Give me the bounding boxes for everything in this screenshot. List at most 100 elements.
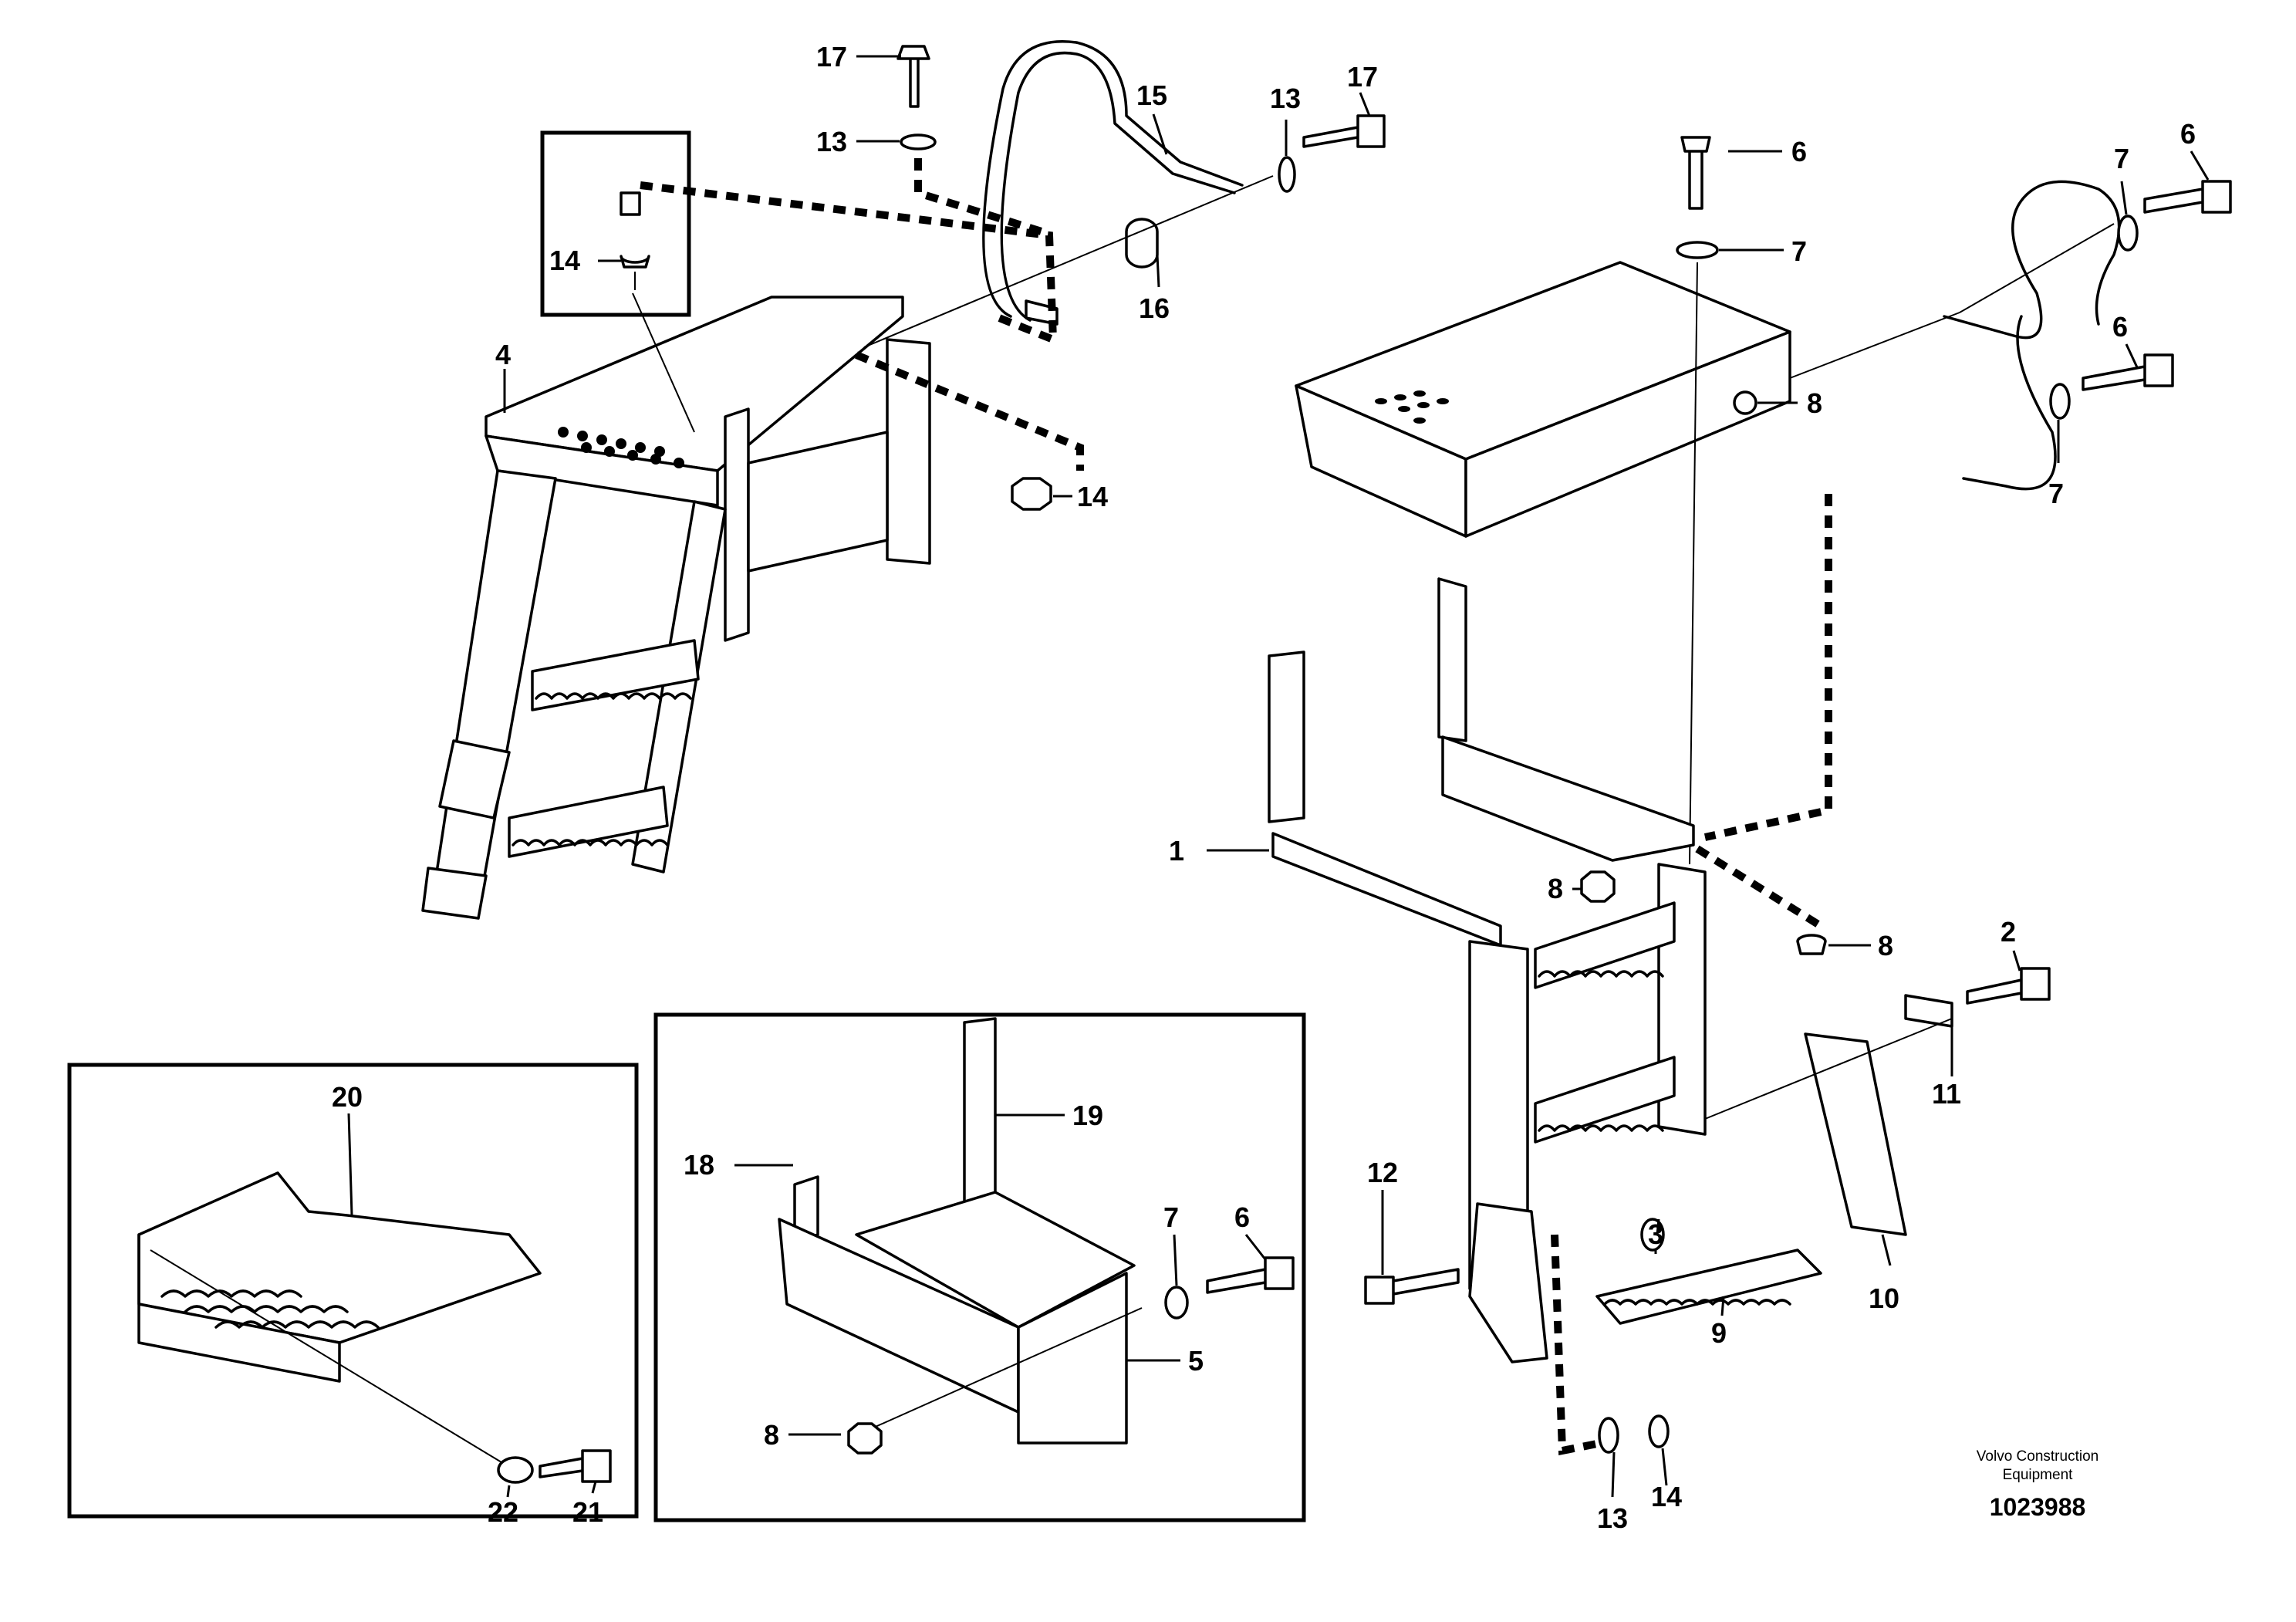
credit-block: Volvo Construction Equipment 1023988 (1977, 1448, 2098, 1521)
ladder-bracket (438, 739, 511, 819)
callout-label: 8 (1878, 930, 1893, 961)
dashed-leader-8 (1703, 494, 1832, 841)
callout-label: 8 (1548, 873, 1563, 904)
callout-label: 13 (1270, 83, 1301, 114)
callout-label: 17 (816, 41, 847, 73)
callout-label: 2 (2001, 916, 2016, 948)
washer-14-bottom (1648, 1414, 1670, 1448)
callout-label: 9 (1711, 1317, 1727, 1349)
handrail-15 (1000, 51, 1236, 322)
callout-label: 3 (1648, 1218, 1663, 1250)
toolbox-holes (1375, 390, 1449, 424)
callout-label: 7 (2048, 478, 2064, 509)
detail-step-20 (67, 1063, 639, 1519)
callout-label: 16 (1139, 292, 1170, 324)
callout-label: 6 (1791, 136, 1807, 167)
frame-post-left (724, 407, 750, 642)
bolt-21 (539, 1449, 612, 1483)
dashed-leader-bottom (1551, 1234, 1602, 1456)
detail-box-step (67, 1063, 639, 1519)
callout-label: 22 (488, 1496, 518, 1528)
handrail-right (1943, 180, 2121, 340)
bolt-17-right (1302, 114, 1386, 148)
step-assembly-upper-left (421, 40, 1386, 920)
detail-box-toolbox (653, 1012, 1306, 1522)
washer-7-lower-right (2049, 383, 2071, 420)
washer-7-detail (1164, 1286, 1189, 1320)
toolbox-side (1464, 330, 1791, 538)
callout-label: 13 (1597, 1502, 1628, 1534)
callout-label: 14 (1651, 1481, 1682, 1512)
bolt-6-lower-right (2082, 353, 2174, 391)
bracket-post-rear (1437, 577, 1467, 742)
callout-label: 8 (764, 1419, 779, 1451)
callout-label: 7 (1791, 235, 1807, 267)
document-number: 1023988 (1990, 1493, 2086, 1521)
callout-label: 17 (1347, 61, 1378, 93)
credit-line-1: Volvo Construction (1977, 1448, 2098, 1465)
callout-label: 20 (332, 1081, 363, 1113)
callout-label: 5 (1188, 1345, 1204, 1377)
nut-8-bracket (1796, 934, 1827, 955)
callout-label: 14 (549, 245, 580, 276)
nut-8-ladder (1580, 870, 1616, 903)
bolt-17-top (896, 45, 930, 108)
nut-14-detail (620, 191, 641, 216)
callout-label: 1 (1169, 835, 1184, 867)
nut-14 (1011, 477, 1052, 511)
toolbox-post-19 (963, 1017, 997, 1217)
callout-label: 19 (1072, 1100, 1103, 1131)
callout-label: 4 (495, 339, 511, 370)
bolt-12 (1364, 1268, 1460, 1305)
washer-22 (497, 1456, 534, 1484)
bracket-top-rail-1 (1271, 832, 1502, 947)
callout-label: 11 (1932, 1078, 1961, 1110)
callout-label: 7 (1163, 1201, 1179, 1233)
washer-13-bottom (1598, 1417, 1619, 1454)
callout-label: 6 (2112, 311, 2128, 343)
callout-label: 8 (1807, 387, 1822, 419)
callout-label: 21 (572, 1496, 603, 1528)
ladder-1-tread-1 (1534, 901, 1676, 989)
detail-box-upper (540, 130, 691, 317)
bracket-10 (1804, 1032, 1907, 1236)
ladder-rail-right (631, 500, 727, 874)
credit-line-2: Equipment (2003, 1467, 2074, 1483)
callout-label: 15 (1136, 79, 1167, 111)
washer-7-top (1676, 241, 1719, 259)
toolbox-post-18 (793, 1175, 819, 1244)
bolt-6-detail (1206, 1256, 1295, 1294)
callout-label: 7 (2114, 143, 2129, 174)
bolt-6-top (1680, 136, 1711, 210)
platform-holes (558, 427, 684, 468)
toolbox-5-side (1017, 1272, 1128, 1445)
ladder-tread-2 (508, 786, 669, 858)
detail-toolbox-5 (653, 1012, 1306, 1522)
washer-13-right (1278, 156, 1296, 193)
callout-label: 14 (1077, 481, 1108, 512)
bracket-rear-plate (1441, 735, 1695, 862)
nut-8-box (1733, 390, 1757, 415)
dashed-leader-14-bottom (855, 351, 1084, 471)
washer-13-top (900, 133, 937, 150)
step-assembly-right (1268, 136, 2232, 1456)
step-9 (1595, 1249, 1822, 1325)
ladder-1-tread-2 (1534, 1056, 1676, 1144)
callout-label: 10 (1869, 1282, 1899, 1314)
bolt-2 (1966, 967, 2051, 1005)
toolbox-5-lid (855, 1191, 1136, 1329)
step-bracket (1468, 1202, 1548, 1363)
frame-side-plate (747, 431, 889, 573)
leader-lines (347, 55, 2210, 1498)
dashed-leader-14-top (640, 181, 1058, 346)
callout-label: 6 (1234, 1201, 1250, 1233)
bolt-6-upper-right (2143, 180, 2232, 214)
washer-7-upper-right (2117, 215, 2139, 252)
callout-label: 12 (1367, 1157, 1398, 1188)
nut-8-detail (847, 1422, 883, 1455)
callout-label: 6 (2180, 118, 2196, 150)
callout-labels: 17 13 15 13 17 6 7 7 6 6 7 14 16 4 8 14 … (332, 41, 2196, 1534)
washer-14-detail (620, 255, 650, 269)
